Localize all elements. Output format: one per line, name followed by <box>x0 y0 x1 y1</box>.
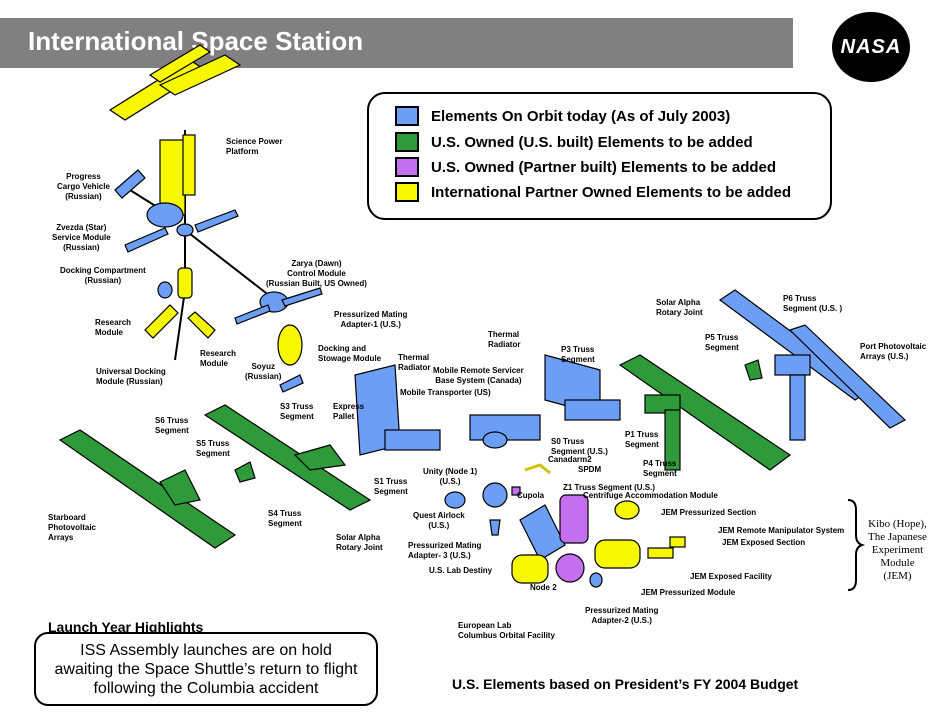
legend: Elements On Orbit today (As of July 2003… <box>367 92 832 220</box>
russian-segment-modules <box>144 267 303 366</box>
starboard-truss-arrays <box>58 404 372 549</box>
label-zarya: Zarya (Dawn) Control Module (Russian Bui… <box>266 259 367 288</box>
label-s0-truss: S0 Truss Segment (U.S.) <box>551 437 608 456</box>
partner-modules <box>511 463 686 584</box>
legend-item: U.S. Owned (Partner built) Elements to b… <box>395 157 776 177</box>
legend-item: U.S. Owned (U.S. built) Elements to be a… <box>395 132 753 152</box>
label-p3-truss: P3 Truss Segment <box>561 345 595 364</box>
label-docking-stowage-module: Docking and Stowage Module <box>318 344 382 363</box>
label-s3-truss: S3 Truss Segment <box>280 402 314 421</box>
thermal-and-truss-center <box>354 354 621 588</box>
label-progress: Progress Cargo Vehicle (Russian) <box>57 172 110 201</box>
label-thermal-radiator: Thermal Radiator <box>398 353 431 372</box>
label-unity: Unity (Node 1) (U.S.) <box>423 467 478 486</box>
nasa-logo: NASA <box>832 12 910 82</box>
label-s1-truss: S1 Truss Segment <box>374 477 408 496</box>
label-sarj-starboard: Solar Alpha Rotary Joint <box>336 533 383 552</box>
label-spdm: SPDM <box>578 465 602 474</box>
label-mobile-base-system: Mobile Remote Servicer Base System (Cana… <box>433 366 524 385</box>
label-pma1: Pressurized Mating Adapter-1 (U.S.) <box>334 310 408 329</box>
label-cupola: Cupola <box>517 491 545 500</box>
label-s4-truss: S4 Truss Segment <box>268 509 302 528</box>
label-research-module: Research Module <box>95 318 132 337</box>
label-sarj-port: Solar Alpha Rotary Joint <box>656 298 703 317</box>
label-universal-docking-module: Universal Docking Module (Russian) <box>96 367 166 386</box>
launch-notice: ISS Assembly launches are on hold awaiti… <box>34 632 378 706</box>
label-quest-airlock: Quest Airlock (U.S.) <box>413 511 465 530</box>
legend-item: International Partner Owned Elements to … <box>395 182 791 202</box>
kibo-label: Kibo (Hope), The Japanese Experiment Mod… <box>868 518 927 582</box>
label-node2: Node 2 <box>530 583 557 592</box>
zvezda-module <box>114 169 239 253</box>
label-columbus: European Lab Columbus Orbital Facility <box>458 621 555 640</box>
label-jem-exposed-facility: JEM Exposed Facility <box>690 572 772 581</box>
label-soyuz: Soyuz (Russian) <box>245 362 282 381</box>
label-z1-truss: Z1 Truss Segment (U.S.) <box>563 483 656 492</box>
label-pma3: Pressurized Mating Adapter- 3 (U.S.) <box>408 541 482 560</box>
kibo-brace <box>847 499 866 591</box>
label-port-pv-arrays: Port Photovoltaic Arrays (U.S.) <box>860 342 927 361</box>
label-jem-pressurized-module: JEM Pressurized Module <box>641 588 736 597</box>
title-bar: International Space Station <box>0 18 793 68</box>
footer-note: U.S. Elements based on President’s FY 20… <box>452 676 799 692</box>
label-s5-truss: S5 Truss Segment <box>196 439 230 458</box>
label-p5-truss: P5 Truss Segment <box>705 333 739 352</box>
label-docking-compartment: Docking Compartment (Russian) <box>60 266 146 285</box>
label-jem-rms: JEM Remote Manipulator System <box>718 526 845 535</box>
label-centrifuge-module: Centrifuge Accommodation Module <box>583 491 718 500</box>
label-research-module-2: Research Module <box>200 349 237 368</box>
label-s6-truss: S6 Truss Segment <box>155 416 189 435</box>
label-p6-truss: P6 Truss Segment (U.S. ) <box>783 294 843 313</box>
legend-item: Elements On Orbit today (As of July 2003… <box>395 106 730 126</box>
label-jem-pressurized-section: JEM Pressurized Section <box>661 508 757 517</box>
label-thermal-radiator-2: Thermal Radiator <box>488 330 521 349</box>
label-zvezda: Zvezda (Star) Service Module (Russian) <box>52 223 111 252</box>
label-canadarm2: Canadarm2 <box>548 455 592 464</box>
label-mobile-transporter: Mobile Transporter (US) <box>400 388 491 397</box>
port-truss-arrays <box>618 289 907 471</box>
label-jem-exposed-section: JEM Exposed Section <box>722 538 806 547</box>
label-p4-truss: P4 Truss Segment <box>643 459 677 478</box>
label-science-power-platform: Science Power Platform <box>226 137 283 156</box>
launch-highlights-title: Launch Year Highlights <box>48 619 204 635</box>
zarya-module <box>157 281 323 393</box>
label-express-pallet: Express Pallet <box>333 402 365 421</box>
label-p1-truss: P1 Truss Segment <box>625 430 659 449</box>
label-us-lab-destiny: U.S. Lab Destiny <box>429 566 493 575</box>
label-starboard-pv-arrays: Starboard Photovoltaic Arrays <box>48 513 97 542</box>
label-pma2: Pressurized Mating Adapter-2 (U.S.) <box>585 606 659 625</box>
